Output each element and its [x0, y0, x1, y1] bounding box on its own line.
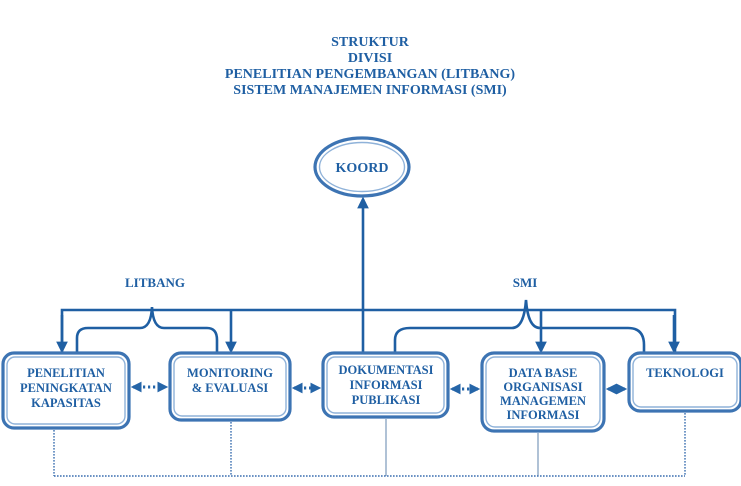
unit-label-line: TEKNOLOGI [646, 366, 724, 380]
group-label-smi: SMI [513, 275, 538, 290]
diagram-title: STRUKTUR DIVISI PENELITIAN PENGEMBANGAN … [225, 35, 515, 98]
unit-label-line: PENELITIAN [27, 366, 105, 380]
unit-label-line: MONITORING [187, 366, 273, 380]
unit-label-line: ORGANISASI [503, 380, 582, 394]
litbang-brace [75, 306, 219, 353]
unit-label-line: INFORMASI [350, 378, 423, 392]
koord-label: KOORD [336, 161, 389, 176]
unit-box-penelitian-peningkatan-kapasitas[interactable]: PENELITIAN PENINGKATAN KAPASITAS [1, 351, 131, 430]
smi-brace [393, 299, 646, 353]
group-label-litbang: LITBANG [125, 275, 185, 290]
unit-label-line: & EVALUASI [192, 381, 269, 395]
unit-box-teknologi[interactable]: TEKNOLOGI [627, 351, 741, 413]
title-line-3: PENELITIAN PENGEMBANGAN (LITBANG) [225, 67, 515, 82]
unit-box-monitoring-evaluasi[interactable]: MONITORING & EVALUASI [168, 351, 292, 422]
unit-label-line: DATA BASE [509, 366, 578, 380]
unit-label-line: KAPASITAS [31, 396, 101, 410]
title-line-4: SISTEM MANAJEMEN INFORMASI (SMI) [233, 83, 507, 98]
unit-label-line: PUBLIKASI [352, 393, 421, 407]
title-line-2: DIVISI [348, 51, 392, 66]
unit-label-line: INFORMASI [507, 408, 580, 422]
unit-label-line: MANAGEMEN [500, 394, 586, 408]
unit-box-dokumentasi-informasi-publikasi[interactable]: DOKUMENTASI INFORMASI PUBLIKASI [321, 351, 450, 419]
unit-label-line: PENINGKATAN [20, 381, 112, 395]
title-line-1: STRUKTUR [331, 35, 410, 50]
koord-node[interactable]: KOORD [313, 136, 411, 198]
bottom-coordination-line [53, 413, 686, 477]
unit-label-line: DOKUMENTASI [339, 363, 434, 377]
unit-box-data-base-organisasi[interactable]: DATA BASE ORGANISASI MANAGEMEN INFORMASI [480, 351, 606, 433]
